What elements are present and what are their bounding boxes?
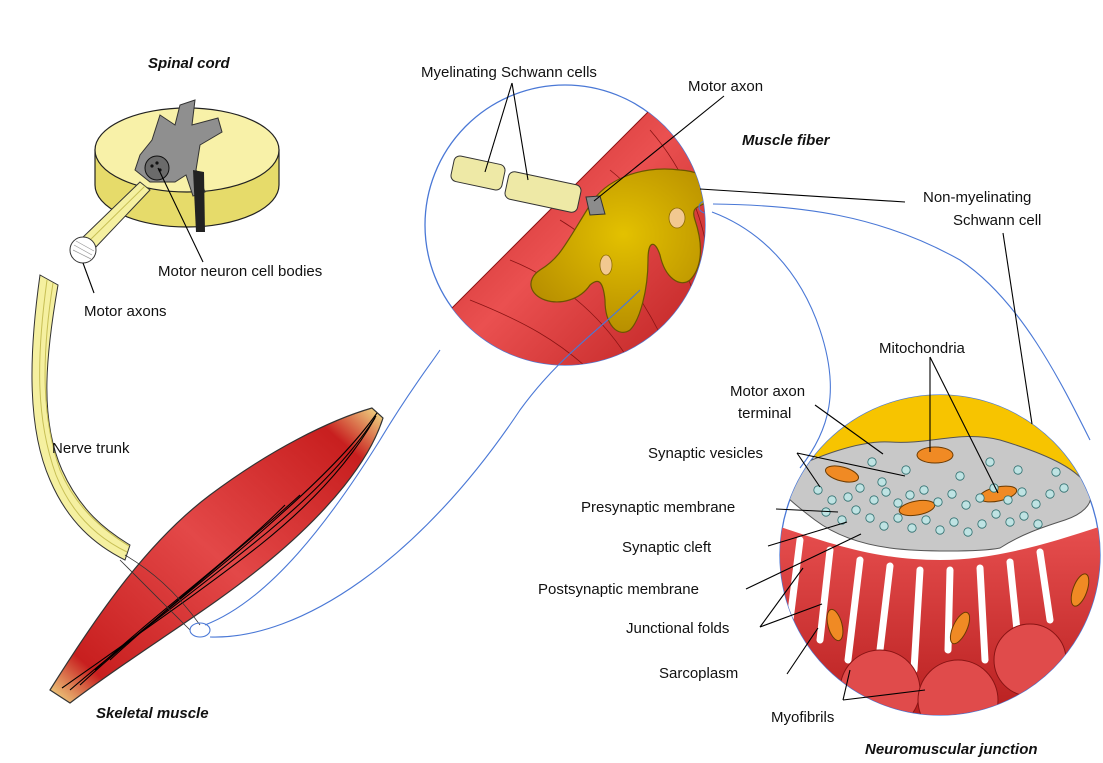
vesicle xyxy=(922,516,930,524)
vesicle xyxy=(880,522,888,530)
vesicle xyxy=(894,499,902,507)
vesicle xyxy=(986,458,994,466)
vesicle xyxy=(936,526,944,534)
vesicle xyxy=(950,518,958,526)
vesicle xyxy=(920,486,928,494)
title-skeletal-muscle: Skeletal muscle xyxy=(96,705,209,722)
label-synaptic-vesicles: Synaptic vesicles xyxy=(648,445,763,462)
vesicle xyxy=(828,496,836,504)
vesicle xyxy=(1018,488,1026,496)
vesicle xyxy=(956,472,964,480)
vesicle xyxy=(882,488,890,496)
label-nerve-trunk: Nerve trunk xyxy=(52,440,130,457)
vesicle xyxy=(814,486,822,494)
vesicle xyxy=(934,498,942,506)
vesicle xyxy=(1034,520,1042,528)
muscle-fiber-zoom xyxy=(425,80,720,390)
vesicle xyxy=(962,501,970,509)
label-synaptic-cleft: Synaptic cleft xyxy=(622,539,712,556)
vesicle xyxy=(870,496,878,504)
vesicle xyxy=(906,491,914,499)
vesicle xyxy=(1046,490,1054,498)
vesicle xyxy=(866,514,874,522)
label-mitochondria: Mitochondria xyxy=(879,340,966,357)
label-motor-axon-terminal-2: terminal xyxy=(738,405,791,422)
vesicle xyxy=(976,494,984,502)
vesicle xyxy=(856,484,864,492)
title-muscle-fiber: Muscle fiber xyxy=(742,132,831,149)
spinal-cord xyxy=(70,100,279,263)
vesicle xyxy=(1052,468,1060,476)
vesicle xyxy=(1020,512,1028,520)
vesicle xyxy=(1014,466,1022,474)
vesicle xyxy=(1032,500,1040,508)
label-motor-axon-terminal-1: Motor axon xyxy=(730,383,805,400)
neuromuscular-junction-zoom xyxy=(760,380,1103,740)
vesicle xyxy=(1060,484,1068,492)
vesicle xyxy=(964,528,972,536)
vesicle xyxy=(894,514,902,522)
label-non-myelinating-1: Non-myelinating xyxy=(923,189,1031,206)
label-presynaptic-membrane: Presynaptic membrane xyxy=(581,499,735,516)
label-postsynaptic-membrane: Postsynaptic membrane xyxy=(538,581,699,598)
vesicle xyxy=(902,466,910,474)
label-sarcoplasm: Sarcoplasm xyxy=(659,665,738,682)
title-neuromuscular-junction: Neuromuscular junction xyxy=(865,741,1038,758)
vesicle xyxy=(948,490,956,498)
vesicle xyxy=(978,520,986,528)
vesicle xyxy=(868,458,876,466)
label-non-myelinating-2: Schwann cell xyxy=(953,212,1041,229)
vesicle xyxy=(844,493,852,501)
label-motor-neuron-cell-bodies: Motor neuron cell bodies xyxy=(158,263,322,280)
vesicle xyxy=(908,524,916,532)
vesicle xyxy=(1004,496,1012,504)
vesicle xyxy=(992,510,1000,518)
vesicle xyxy=(878,478,886,486)
title-spinal-cord: Spinal cord xyxy=(148,55,231,72)
vesicle xyxy=(1006,518,1014,526)
label-motor-axons: Motor axons xyxy=(84,303,167,320)
label-myelinating-schwann-cells: Myelinating Schwann cells xyxy=(421,64,597,81)
label-motor-axon: Motor axon xyxy=(688,78,763,95)
vesicle xyxy=(852,506,860,514)
label-junctional-folds: Junctional folds xyxy=(626,620,729,637)
label-myofibrils: Myofibrils xyxy=(771,709,834,726)
